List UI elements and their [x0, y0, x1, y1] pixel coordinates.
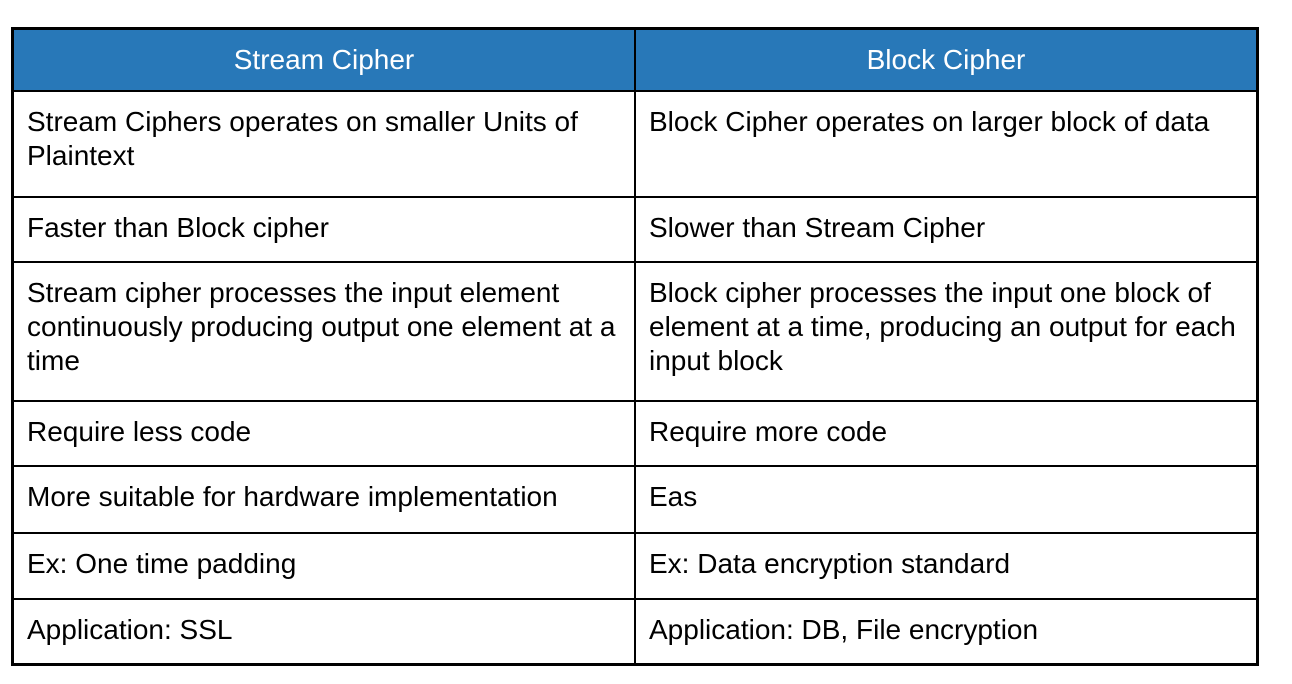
cipher-comparison-table: Stream Cipher Block Cipher Stream Cipher… [11, 27, 1259, 666]
header-row: Stream Cipher Block Cipher [11, 27, 1259, 92]
stream-cipher-cell: Faster than Block cipher [11, 195, 636, 263]
stream-cipher-cell: Application: SSL [11, 597, 636, 665]
stream-cipher-cell: Ex: One time padding [11, 531, 636, 600]
table-row: Stream Ciphers operates on smaller Units… [11, 89, 1259, 198]
block-cipher-cell: Eas [634, 464, 1259, 534]
stream-cipher-cell: Require less code [11, 399, 636, 467]
block-cipher-cell: Require more code [634, 399, 1259, 467]
stream-cipher-cell: Stream cipher processes the input elemen… [11, 260, 636, 402]
block-cipher-cell: Slower than Stream Cipher [634, 195, 1259, 263]
column-header-block-cipher: Block Cipher [634, 27, 1259, 92]
column-header-stream-cipher: Stream Cipher [11, 27, 636, 92]
stream-cipher-cell: More suitable for hardware implementatio… [11, 464, 636, 534]
table-row: Require less code Require more code [11, 399, 1259, 467]
table-row: Faster than Block cipher Slower than Str… [11, 195, 1259, 263]
block-cipher-cell: Application: DB, File encryption [634, 597, 1259, 665]
table-row: Stream cipher processes the input elemen… [11, 260, 1259, 402]
stream-cipher-cell: Stream Ciphers operates on smaller Units… [11, 89, 636, 198]
table-row: Application: SSL Application: DB, File e… [11, 597, 1259, 665]
block-cipher-cell: Block Cipher operates on larger block of… [634, 89, 1259, 198]
table-row: Ex: One time padding Ex: Data encryption… [11, 531, 1259, 600]
block-cipher-cell: Ex: Data encryption standard [634, 531, 1259, 600]
block-cipher-cell: Block cipher processes the input one blo… [634, 260, 1259, 402]
table-row: More suitable for hardware implementatio… [11, 464, 1259, 534]
